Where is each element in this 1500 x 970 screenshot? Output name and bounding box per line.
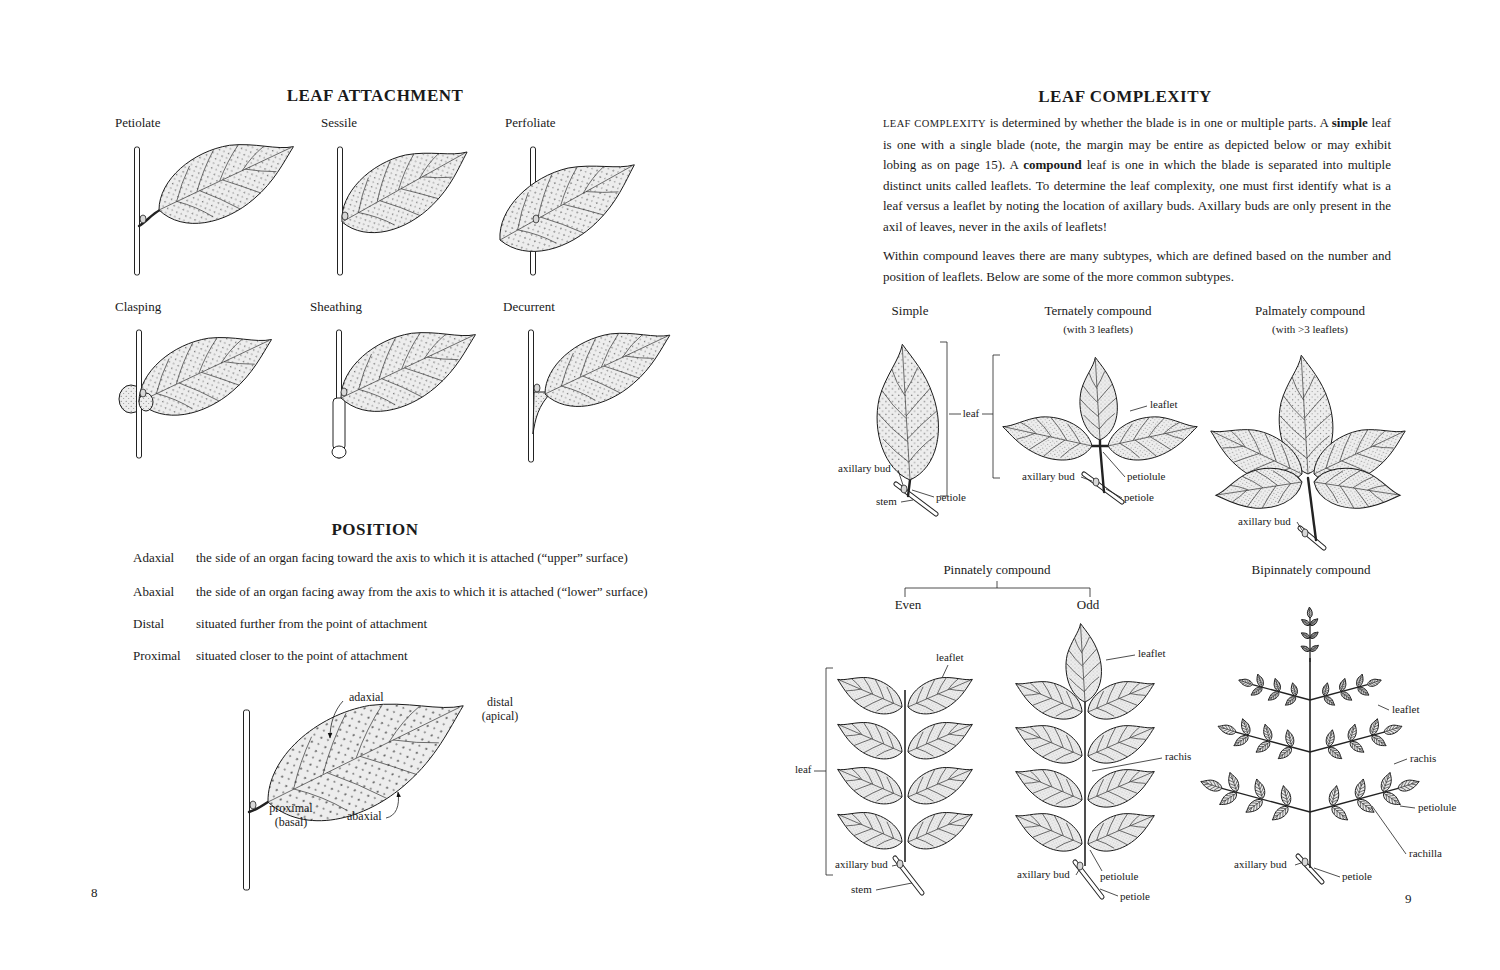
part-label: rachilla [1409, 847, 1442, 860]
definition: the side of an organ facing away from th… [196, 585, 648, 600]
figure-caption: Sheathing [310, 300, 362, 315]
term: Proximal [133, 649, 181, 664]
decurrent-figure [529, 311, 684, 462]
sessile-figure [327, 128, 484, 275]
term-bold: simple [1332, 115, 1368, 130]
ternate-leaf-figure [999, 357, 1201, 502]
figure-subcaption: (with 3 leaflets) [1063, 323, 1133, 336]
part-label: axillary bud [1238, 515, 1291, 528]
simple-leaf-figure [877, 342, 1000, 514]
figure-caption: Palmately compound [1255, 304, 1365, 319]
odd-pinnate-figure [1009, 624, 1162, 897]
definition: situated further from the point of attac… [196, 617, 427, 632]
figure-subcaption: (with >3 leaflets) [1272, 323, 1348, 336]
page-number: 8 [91, 886, 98, 901]
part-label: rachis [1410, 752, 1436, 765]
figure-caption: Ternately compound [1044, 304, 1151, 319]
sheathing-figure [328, 309, 491, 458]
paragraph-text: LEAF COMPLEXITY [883, 118, 986, 129]
bipinnate-figure [1195, 607, 1424, 882]
part-label: leaflet [1392, 703, 1419, 716]
definition: the side of an organ facing toward the a… [196, 551, 628, 566]
part-label: stem [851, 883, 872, 896]
part-label: petiole [1342, 870, 1372, 883]
part-label: axillary bud [835, 858, 888, 871]
part-label: axillary bud [838, 462, 891, 475]
figure-caption: Even [895, 598, 922, 613]
part-label: petiole [1120, 890, 1150, 903]
figure-caption: Petiolate [115, 116, 161, 131]
part-label: leaf [795, 763, 811, 776]
part-label: distal (apical) [474, 696, 526, 724]
definition: situated closer to the point of attachme… [196, 649, 408, 664]
position-figure [244, 669, 486, 890]
figure-caption: Clasping [115, 300, 161, 315]
part-label: stem [876, 495, 897, 508]
part-label: rachis [1165, 750, 1191, 763]
page-number: 9 [1405, 892, 1412, 907]
body-text: LEAF COMPLEXITY is determined by whether… [883, 113, 1391, 287]
section-heading: LEAF ATTACHMENT [287, 86, 464, 106]
term: Distal [133, 617, 164, 632]
part-label: petiolule [1127, 470, 1166, 483]
paragraph: Within compound leaves there are many su… [883, 246, 1391, 287]
perfoliate-figure [484, 139, 653, 275]
term-bold: compound [1023, 157, 1082, 172]
section-heading: POSITION [331, 520, 418, 540]
figure-caption: Simple [892, 304, 929, 319]
paragraph-text: is determined by whether the blade is in… [990, 115, 1328, 130]
figure-caption: Pinnately compound [943, 563, 1050, 578]
figure-caption: Decurrent [503, 300, 555, 315]
part-label: axillary bud [1234, 858, 1287, 871]
part-label: adaxial [349, 691, 384, 705]
part-label: petiole [936, 491, 966, 504]
part-label: petiolule [1100, 870, 1139, 883]
figure-caption: Sessile [321, 116, 357, 131]
palmate-leaf-figure [1201, 355, 1416, 548]
part-label: leaflet [1150, 398, 1177, 411]
part-label: leaflet [936, 651, 963, 664]
part-label: axillary bud [1017, 868, 1070, 881]
part-label: petiole [1124, 491, 1154, 504]
term: Abaxial [133, 585, 174, 600]
part-label: leaf [963, 407, 979, 420]
part-label: axillary bud [1022, 470, 1075, 483]
bracket [905, 581, 1090, 597]
paragraph-text: Within compound leaves there are many su… [883, 248, 1391, 284]
part-label: petiolule [1418, 801, 1457, 814]
figure-caption: Odd [1077, 598, 1099, 613]
paragraph: LEAF COMPLEXITY is determined by whether… [883, 113, 1391, 237]
part-label: proximal (basal) [262, 802, 320, 830]
figure-caption: Perfoliate [505, 116, 556, 131]
section-heading: LEAF COMPLEXITY [1038, 87, 1212, 107]
petiolate-figure [135, 121, 309, 275]
clasping-figure [119, 314, 286, 458]
part-label: abaxial [347, 810, 382, 824]
part-label: leaflet [1138, 647, 1165, 660]
even-pinnate-figure [814, 665, 979, 893]
term: Adaxial [133, 551, 174, 566]
figure-caption: Bipinnately compound [1252, 563, 1371, 578]
